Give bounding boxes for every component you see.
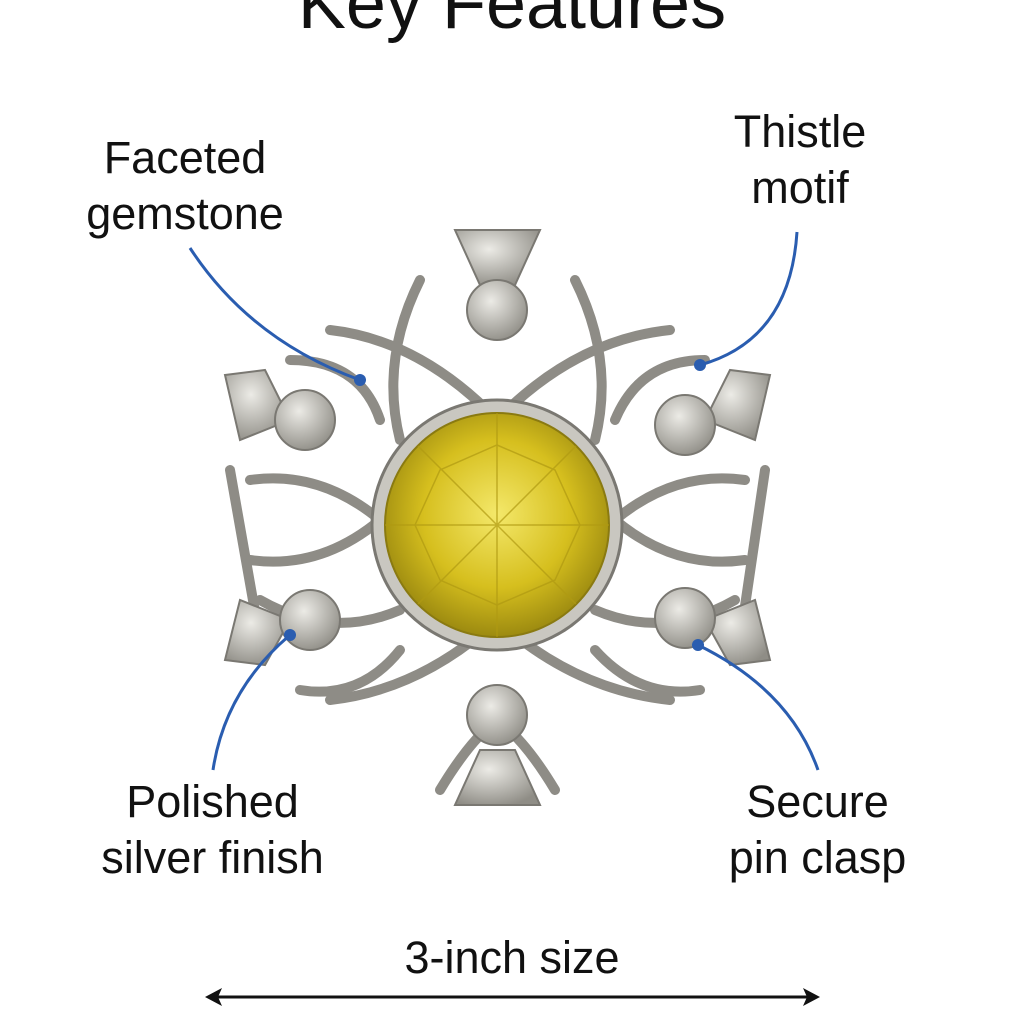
label-polished-finish: Polished silver finish	[70, 774, 355, 886]
label-line: motif	[751, 162, 849, 213]
label-line: Thistle	[733, 106, 867, 157]
leader-lines	[188, 231, 820, 771]
label-faceted-gemstone: Faceted gemstone	[60, 130, 310, 242]
thistle-heads	[223, 229, 772, 806]
label-thistle-motif: Thistle motif	[700, 104, 900, 216]
leader-dots	[284, 359, 706, 651]
label-line: silver finish	[101, 832, 324, 883]
gem-facets	[385, 413, 609, 637]
label-line: Polished	[126, 776, 299, 827]
label-line: pin clasp	[728, 832, 907, 883]
label-line: gemstone	[86, 188, 284, 239]
label-line: Secure	[746, 776, 889, 827]
page-title: Key Features	[297, 0, 727, 44]
label-line: Faceted	[103, 132, 267, 183]
size-arrow	[205, 988, 820, 1006]
label-secure-clasp: Secure pin clasp	[700, 774, 935, 886]
size-label: 3-inch size	[404, 932, 620, 983]
